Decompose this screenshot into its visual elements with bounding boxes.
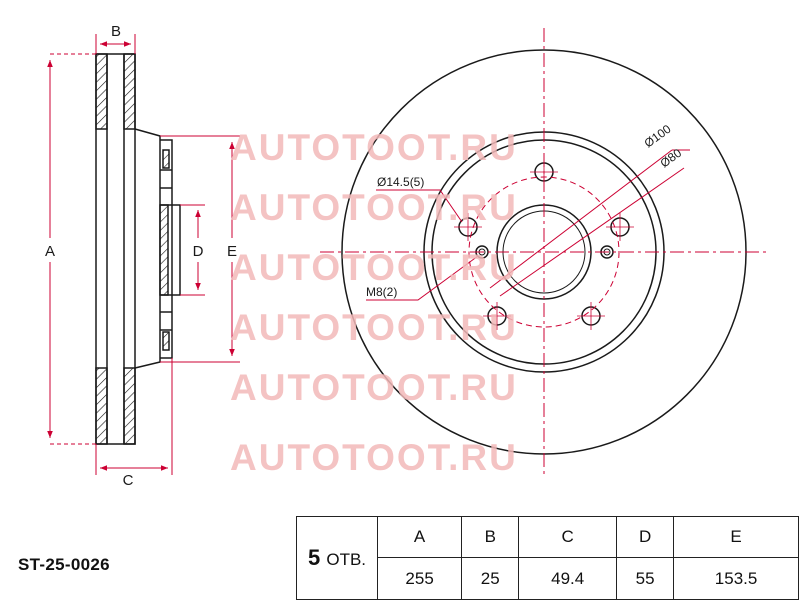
hat-section (134, 128, 161, 369)
side-section-view (95, 53, 181, 445)
callout-threaded-holes: M8(2) (366, 285, 397, 299)
spec-value-d: 55 (616, 557, 675, 600)
callout-center-bore: Ø80 (658, 146, 685, 171)
spec-header-row: 5 ОТВ. A B C D E (296, 516, 799, 600)
spec-header-e: E (673, 516, 799, 558)
watermark-text: AUTOTOOT.RU (230, 307, 518, 348)
watermark-text: AUTOTOOT.RU (230, 367, 518, 408)
hatch-upper-inner (123, 53, 136, 130)
hatch-lower-outer (95, 367, 108, 445)
part-number: ST-25-0026 (18, 555, 110, 574)
disc-ring-outline (95, 53, 136, 445)
spec-value-b: 25 (461, 557, 520, 600)
hole-count: 5 (307, 545, 321, 570)
spec-header-c: C (518, 516, 618, 558)
dim-label-c: C (123, 472, 134, 489)
dim-label-b: B (111, 23, 121, 40)
hatch-lower-inner (123, 367, 136, 445)
dim-label-d: D (193, 243, 204, 260)
watermark-text: AUTOTOOT.RU (230, 187, 518, 228)
hole-count-cell: 5 ОТВ. (296, 516, 378, 600)
watermark-text: AUTOTOOT.RU (230, 127, 518, 168)
watermark-group: AUTOTOOT.RU AUTOTOOT.RU AUTOTOOT.RU AUTO… (230, 127, 518, 478)
spec-header-b: B (461, 516, 520, 558)
spec-table: 5 ОТВ. A B C D E 255 25 49.4 55 153.5 (296, 516, 799, 600)
watermark-text: AUTOTOOT.RU (230, 437, 518, 478)
side-dimensions (47, 34, 240, 475)
spec-value-c: 49.4 (518, 557, 618, 600)
front-view-annotations (320, 28, 768, 476)
callout-pcd: Ø100 (642, 122, 674, 151)
callout-stud-holes: Ø14.5(5) (377, 175, 424, 189)
spec-header-a: A (376, 516, 463, 558)
dim-label-e: E (227, 243, 237, 260)
spec-value-row: 255 25 49.4 55 153.5 (297, 557, 799, 600)
hub-mount-face (160, 139, 173, 359)
spec-value-a: 255 (376, 557, 463, 600)
spec-value-e: 153.5 (673, 557, 799, 600)
spec-header-d: D (616, 516, 675, 558)
dim-label-a: A (45, 243, 55, 260)
hole-count-label: ОТВ. (326, 550, 367, 569)
watermark-text: AUTOTOOT.RU (230, 247, 518, 288)
center-bore-step (160, 204, 181, 296)
hatch-upper-outer (95, 53, 108, 130)
